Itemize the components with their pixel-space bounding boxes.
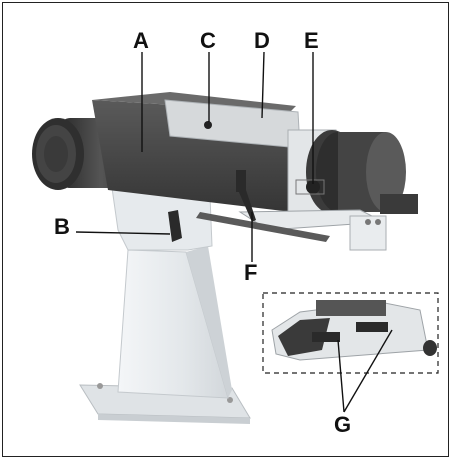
- callout-c: C: [200, 28, 216, 53]
- pedestal-column: [117, 246, 232, 399]
- figure-frame: [2, 2, 449, 457]
- callout-b: B: [54, 214, 70, 239]
- inset-detail: [262, 292, 439, 374]
- callout-a: A: [133, 28, 149, 53]
- leader-lines: [75, 51, 393, 413]
- switch: [168, 210, 182, 242]
- work-table: [196, 209, 387, 251]
- callout-g: G: [334, 412, 352, 437]
- callout-d: D: [254, 28, 270, 53]
- callout-e: E: [304, 28, 319, 53]
- contact-wheel: [287, 129, 418, 215]
- callout-f: F: [244, 260, 258, 285]
